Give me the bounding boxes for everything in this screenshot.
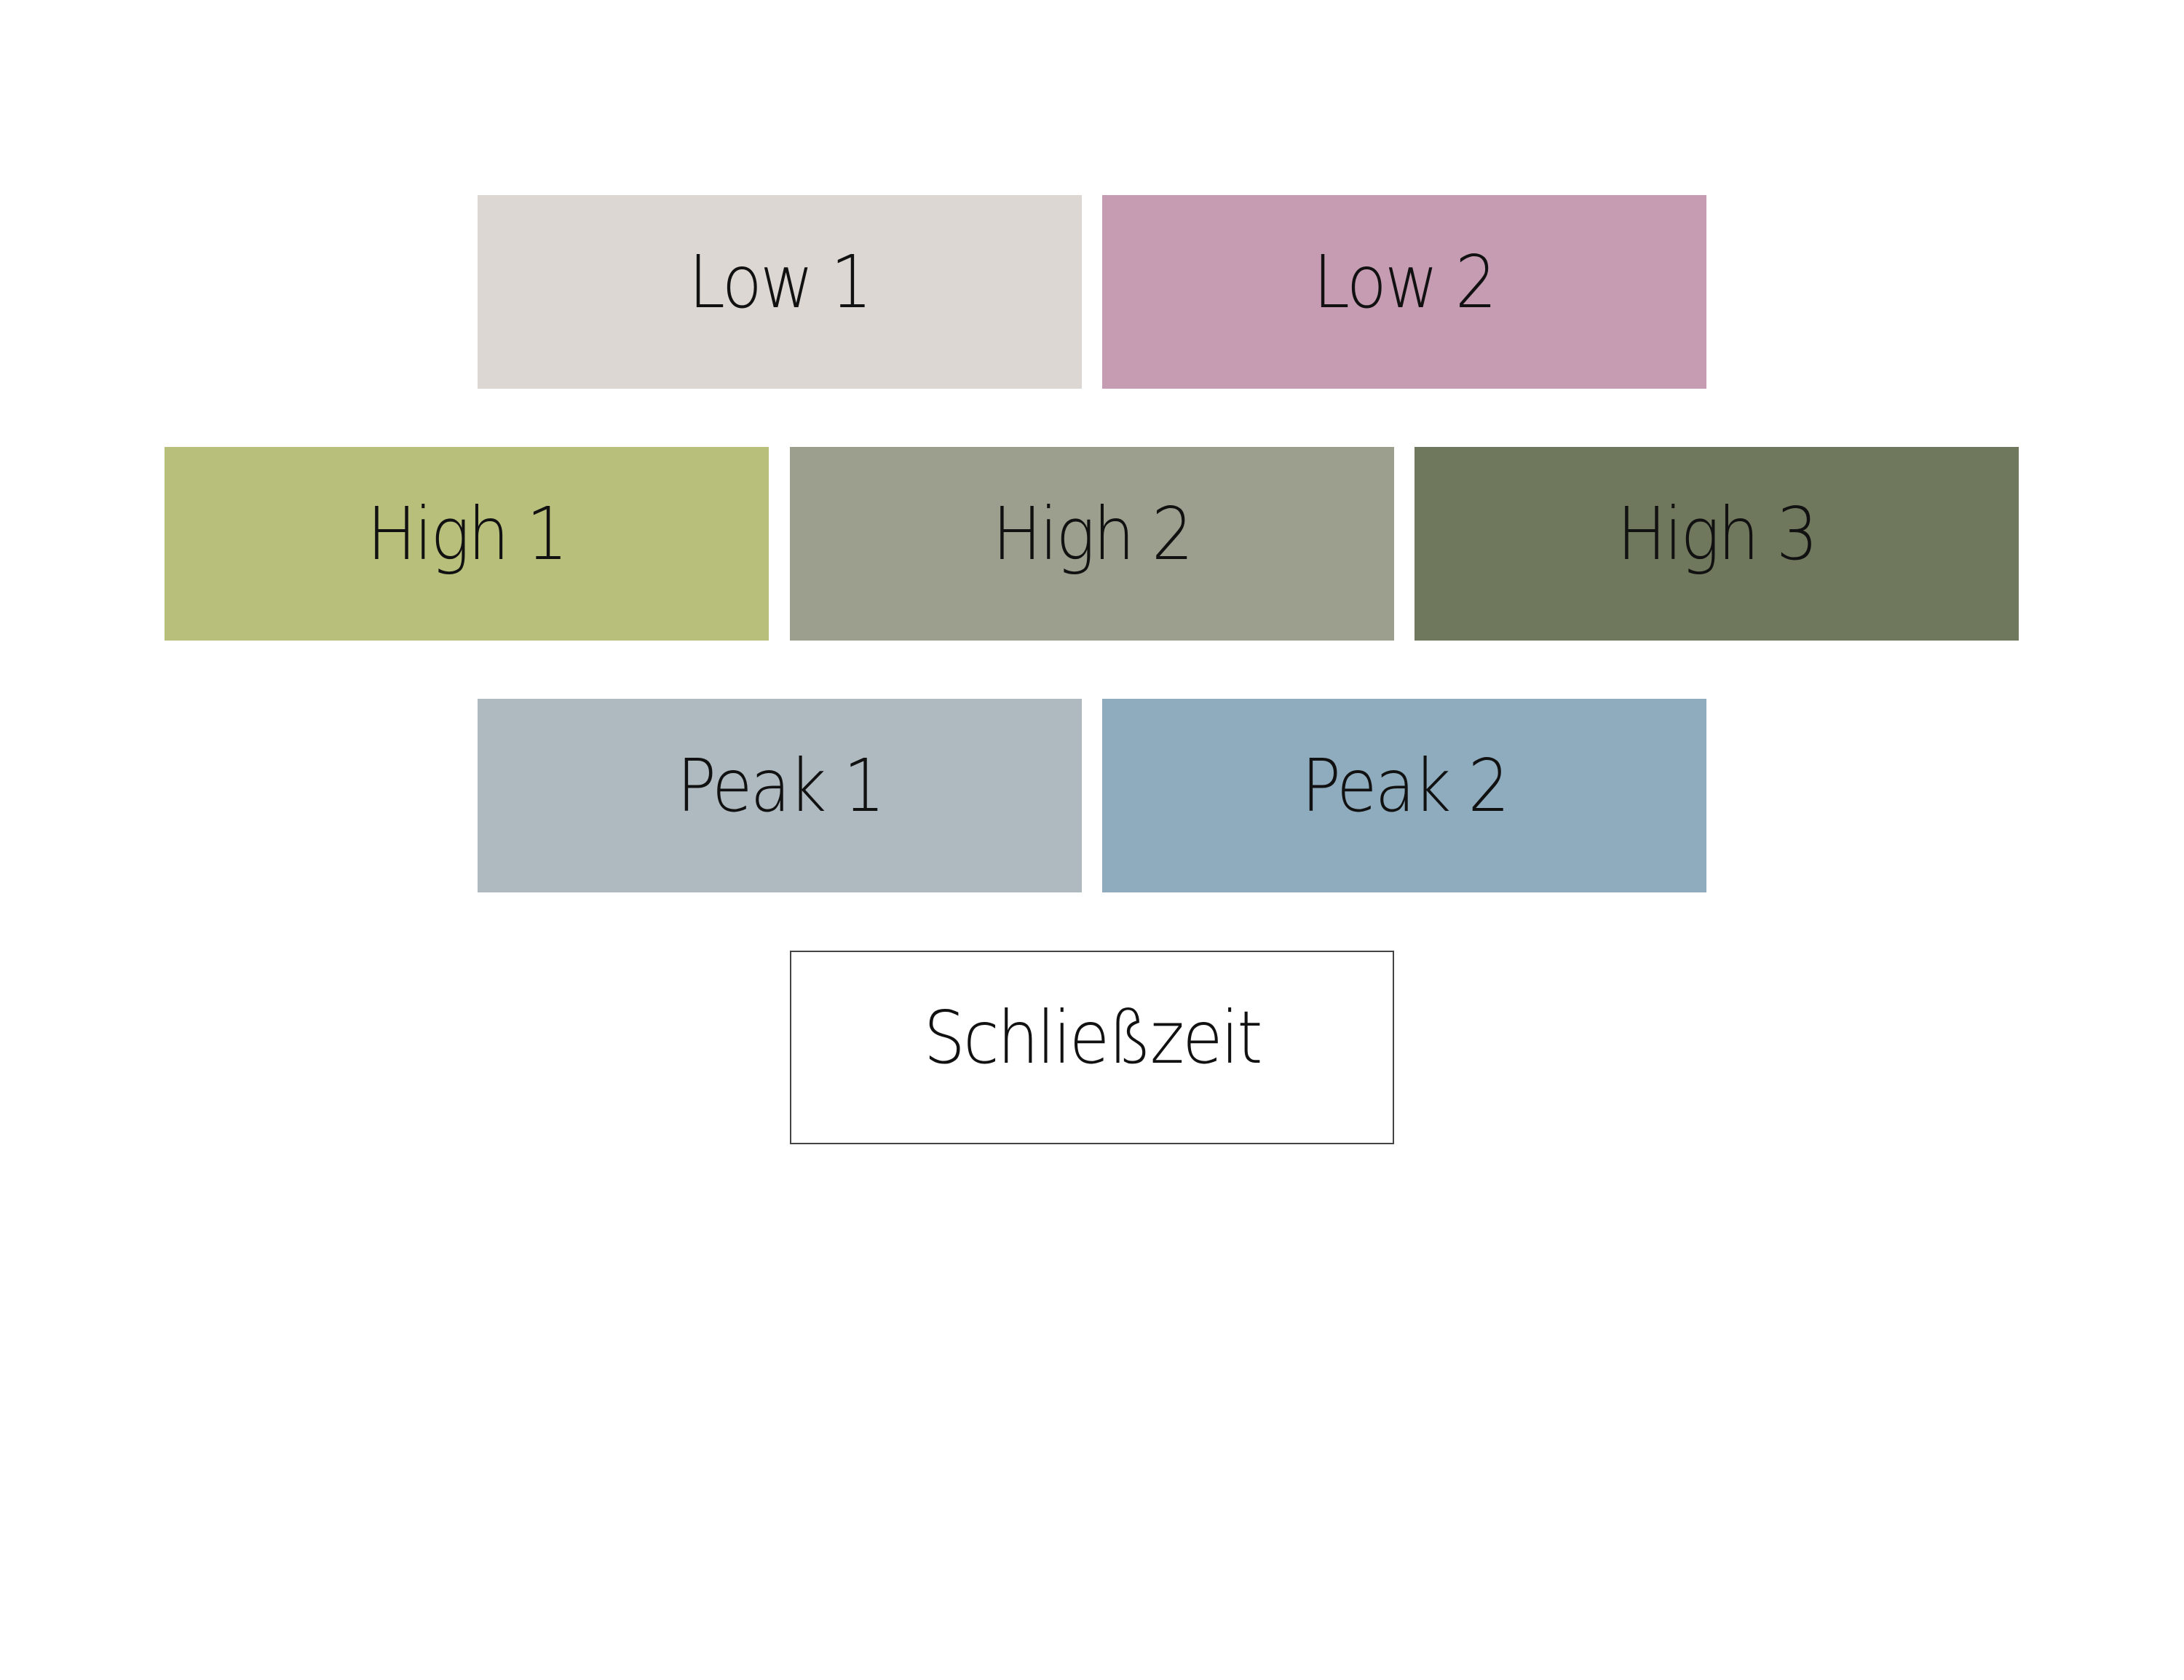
tile-label: High 2 bbox=[992, 491, 1193, 576]
season-tile-high-1: High 1 bbox=[165, 447, 769, 641]
season-tile-low-2: Low 2 bbox=[1102, 195, 1706, 389]
tile-label: High 3 bbox=[1617, 491, 1818, 576]
tile-label: Peak 2 bbox=[1301, 742, 1509, 828]
tile-label: High 1 bbox=[367, 491, 568, 576]
season-tile-high-2: High 2 bbox=[790, 447, 1394, 641]
tile-label: Schließzeit bbox=[923, 994, 1262, 1080]
season-tile-peak-1: Peak 1 bbox=[478, 699, 1082, 892]
season-tile-closing-time: Schließzeit bbox=[790, 951, 1394, 1144]
season-tile-peak-2: Peak 2 bbox=[1102, 699, 1706, 892]
season-tile-low-1: Low 1 bbox=[478, 195, 1082, 389]
tile-label: Low 2 bbox=[1313, 239, 1497, 325]
season-tile-high-3: High 3 bbox=[1415, 447, 2019, 641]
tile-label: Peak 1 bbox=[676, 742, 885, 828]
tile-label: Low 1 bbox=[689, 239, 872, 325]
